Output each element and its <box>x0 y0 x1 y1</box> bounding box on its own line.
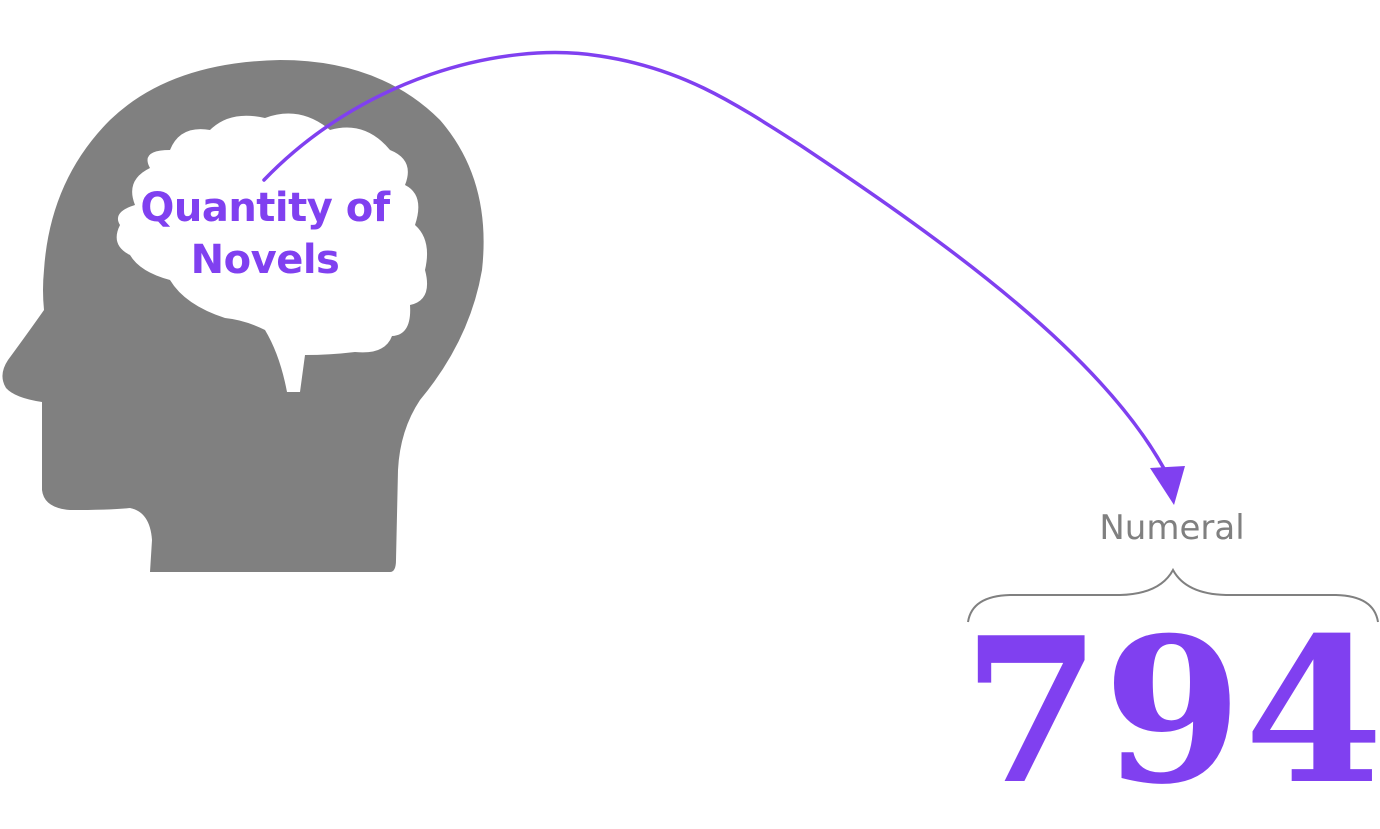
concept-line-1: Quantity of <box>140 185 390 231</box>
curved-arrow-icon <box>262 50 1185 505</box>
number-value: 794 <box>962 594 1380 829</box>
curly-brace-icon <box>967 567 1379 623</box>
concept-line-2: Novels <box>190 237 340 283</box>
brain-icon <box>116 113 428 393</box>
concept-label: Quantity of Novels <box>120 182 410 286</box>
numeral-label: Numeral <box>1099 508 1245 548</box>
diagram-canvas <box>2 50 1379 623</box>
